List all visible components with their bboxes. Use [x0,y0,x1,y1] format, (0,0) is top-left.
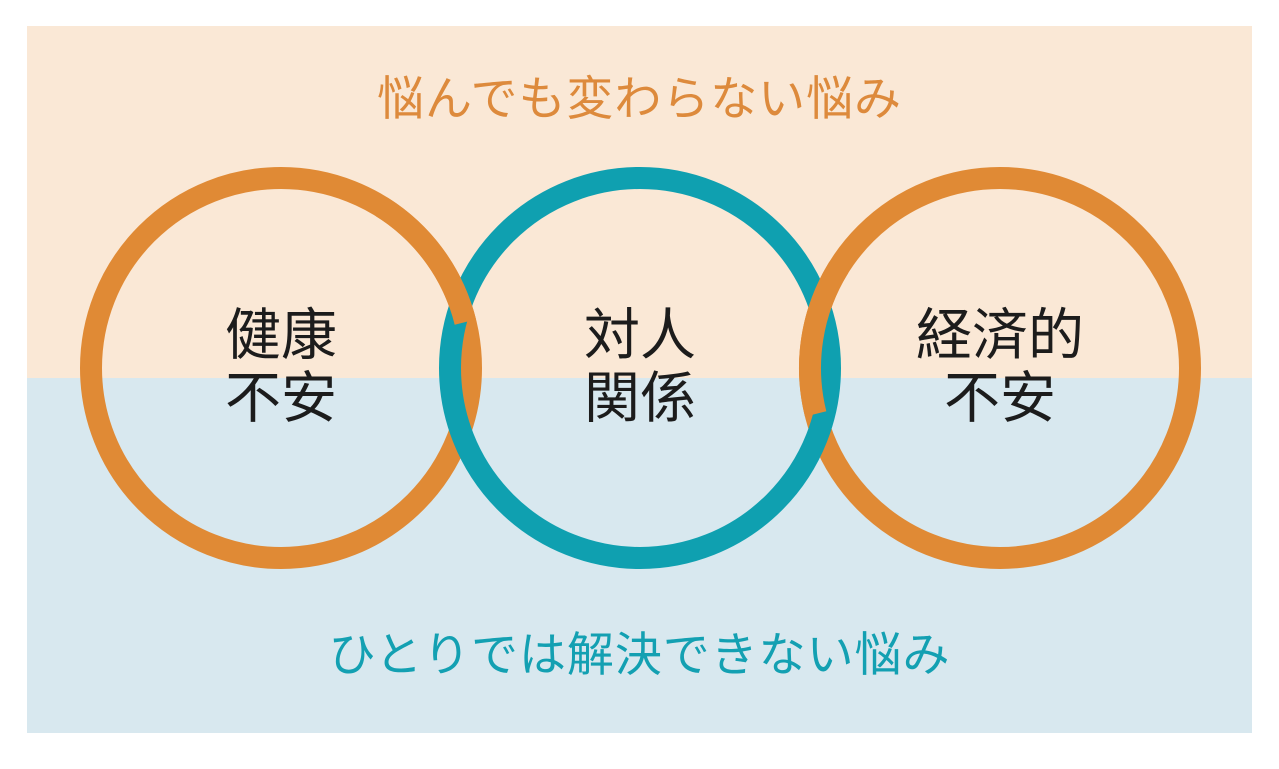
ring-label-health-line1: 健康 [225,303,337,369]
ring-label-financial-line1: 経済的 [916,303,1084,369]
ring-label-health: 健康 不安 [225,305,337,430]
ring-label-financial: 経済的 不安 [916,305,1084,430]
caption-bottom: ひとりでは解決できない悩み [328,628,951,683]
ring-label-relationships-line1: 対人 [584,303,696,369]
caption-top: 悩んでも変わらない悩み [377,72,902,127]
ring-label-financial-line2: 不安 [944,366,1056,431]
ring-label-health-line2: 不安 [225,366,337,431]
ring-label-relationships-line2: 関係 [584,366,696,431]
background-band-top [27,26,1252,378]
venn-rings [80,167,1201,569]
ring-label-relationships: 対人 関係 [584,305,696,430]
diagram-panel: 悩んでも変わらない悩み 健康 不安 対人 関係 経済的 不安 ひとりでは解決でき… [27,26,1252,733]
